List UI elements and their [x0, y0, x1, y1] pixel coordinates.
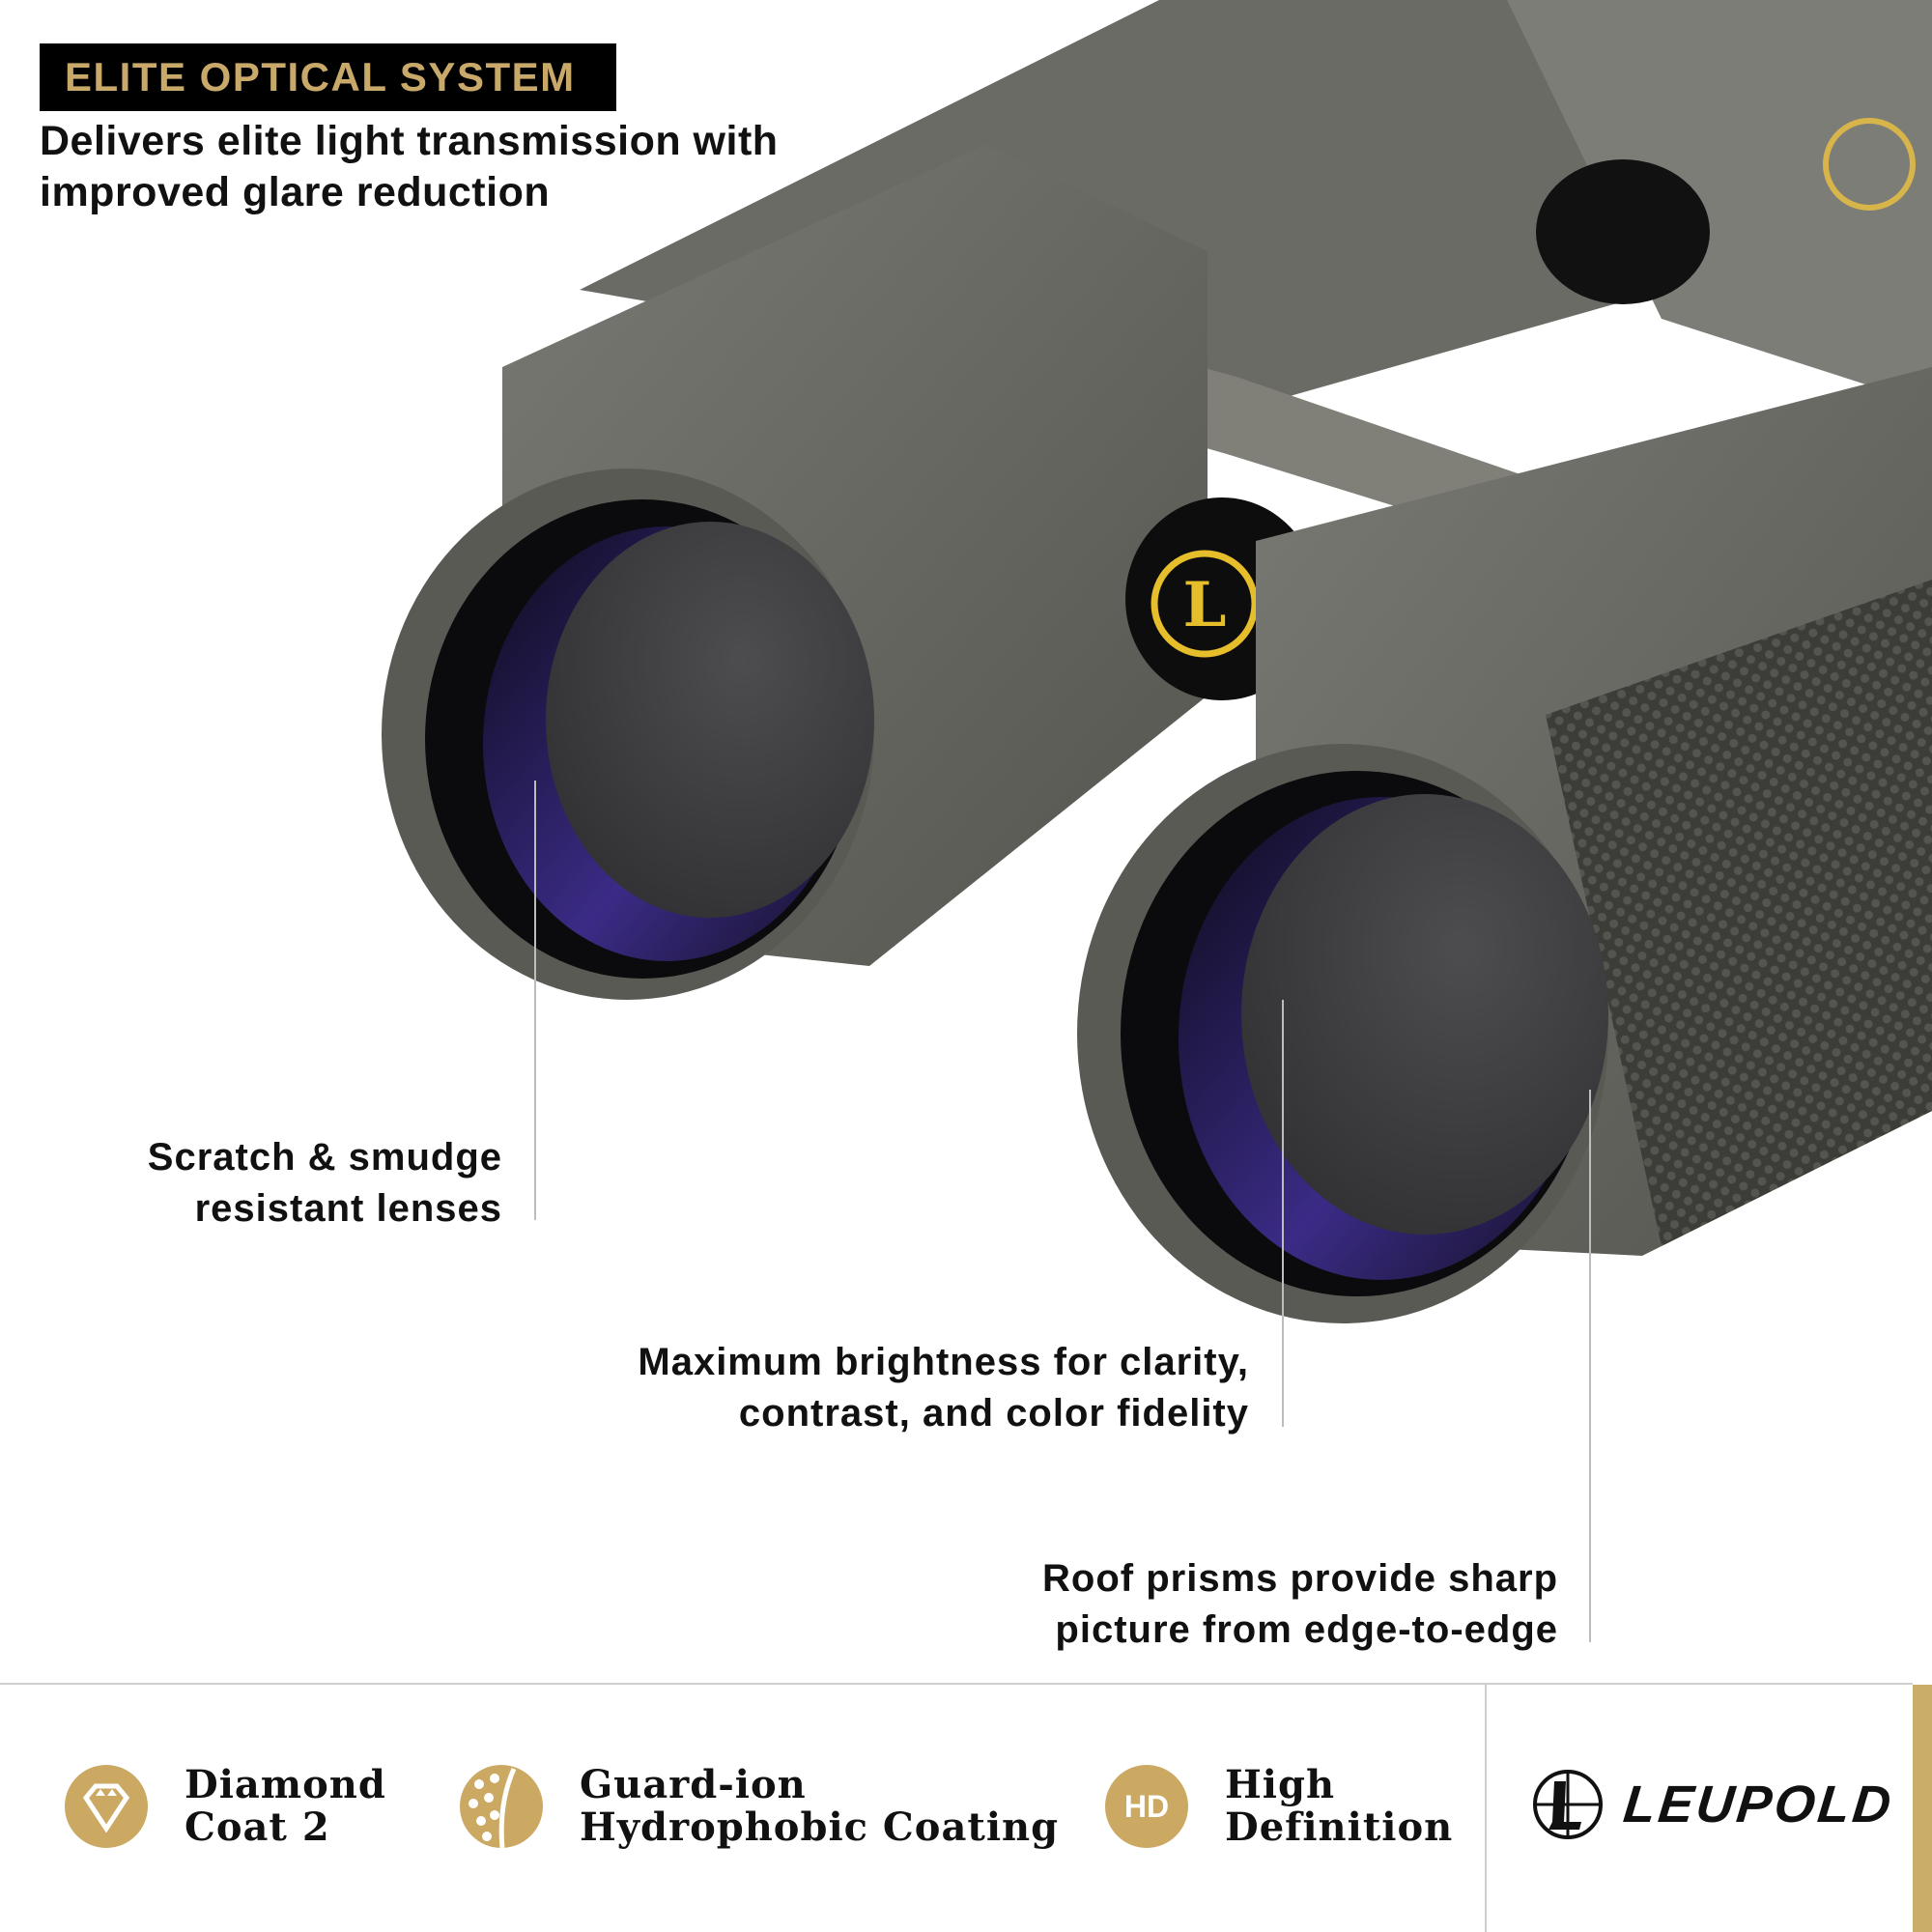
binoculars-product-image: L — [382, 0, 1932, 1323]
feature-bar-divider — [0, 1683, 1913, 1685]
leader-line-brightness — [1282, 1000, 1284, 1427]
callout-roof-prisms: Roof prisms provide sharp picture from e… — [882, 1553, 1558, 1656]
reticle-l-logo-icon — [1533, 1770, 1603, 1839]
leader-line-scratch — [534, 781, 536, 1220]
callout-line: contrast, and color fidelity — [738, 1392, 1249, 1435]
feature-diamond-coat: Diamond Coat 2 — [65, 1758, 386, 1855]
leupold-logo: LEUPOLD — [1531, 1768, 1896, 1841]
hd-icon: HD — [1105, 1765, 1188, 1848]
svg-text:L: L — [1183, 569, 1227, 641]
gold-accent-strip — [1913, 1685, 1932, 1932]
hydrophobic-droplets-icon — [460, 1765, 543, 1848]
callout-line: resistant lenses — [194, 1187, 502, 1230]
leader-line-roof-prisms — [1589, 1090, 1591, 1642]
feature-label: Guard-ion Hydrophobic Coating — [580, 1762, 1060, 1850]
brand-name: LEUPOLD — [1620, 1776, 1897, 1833]
diamond-icon — [65, 1765, 148, 1848]
brand-divider — [1485, 1685, 1487, 1932]
feature-label: Diamond Coat 2 — [185, 1762, 386, 1850]
feature-high-definition: HD High Definition — [1105, 1758, 1453, 1855]
callout-line: picture from edge-to-edge — [1055, 1608, 1558, 1651]
feature-guard-ion: Guard-ion Hydrophobic Coating — [460, 1758, 1059, 1855]
section-title-badge: ELITE OPTICAL SYSTEM — [40, 43, 616, 111]
callout-scratch-resistant: Scratch & smudge resistant lenses — [0, 1132, 502, 1235]
hd-icon-text: HD — [1123, 1788, 1170, 1824]
feature-label: High Definition — [1225, 1762, 1454, 1850]
section-description: Delivers elite light transmission with i… — [40, 118, 779, 215]
callout-line: Maximum brightness for clarity, — [638, 1341, 1249, 1383]
callout-maximum-brightness: Maximum brightness for clarity, contrast… — [476, 1337, 1249, 1439]
callout-line: Roof prisms provide sharp — [1042, 1557, 1558, 1600]
callout-line: Scratch & smudge — [147, 1136, 502, 1179]
